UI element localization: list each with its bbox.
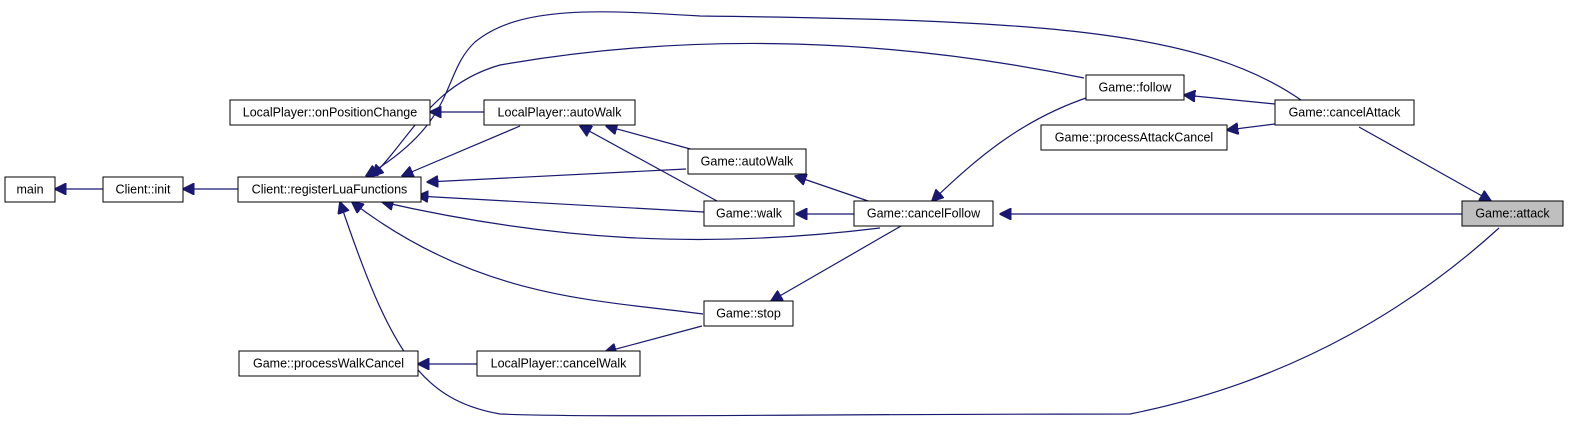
node-label: main (16, 183, 43, 197)
node-label: Client::registerLuaFunctions (252, 183, 408, 197)
node-label: LocalPlayer::cancelWalk (491, 357, 627, 371)
node-game-process-walk-cancel[interactable]: Game::processWalkCancel (238, 350, 419, 377)
node-game-process-attack-cancel[interactable]: Game::processAttackCancel (1040, 124, 1228, 151)
edge-register-lua-to-lp-autowalk (402, 125, 521, 176)
node-localplayer-cancel-walk[interactable]: LocalPlayer::cancelWalk (476, 350, 641, 377)
edge-lp-autowalk-to-game-autowalk (606, 126, 695, 151)
node-label: LocalPlayer::autoWalk (498, 106, 623, 120)
edge-cancel-attack-to-attack (1358, 126, 1491, 201)
node-game-follow[interactable]: Game::follow (1085, 74, 1185, 101)
node-label: Game::stop (716, 307, 781, 321)
node-label: LocalPlayer::onPositionChange (243, 106, 417, 120)
edge-game-follow-to-cancel-attack (1184, 95, 1276, 105)
edge-game-autowalk-to-cancel-follow (795, 176, 872, 203)
node-game-walk[interactable]: Game::walk (703, 200, 795, 227)
edges (55, 11, 1500, 417)
node-label: Game::processAttackCancel (1055, 131, 1213, 145)
node-client-register-lua-functions[interactable]: Client::registerLuaFunctions (237, 176, 422, 203)
node-game-stop[interactable]: Game::stop (703, 300, 794, 327)
edge-lp-autowalk-to-game-walk (580, 126, 718, 202)
edge-game-stop-to-cancel-follow (771, 225, 902, 301)
node-label: Game::autoWalk (701, 155, 794, 169)
node-game-cancel-follow[interactable]: Game::cancelFollow (853, 200, 994, 227)
node-label: Game::cancelFollow (867, 207, 981, 221)
node-label: Game::processWalkCancel (253, 357, 404, 371)
node-localplayer-autowalk[interactable]: LocalPlayer::autoWalk (483, 99, 636, 126)
node-label: Client::init (116, 183, 171, 197)
node-label: Game::cancelAttack (1289, 106, 1402, 120)
node-game-autowalk[interactable]: Game::autoWalk (687, 148, 807, 175)
node-label: Game::attack (1475, 207, 1550, 221)
edge-game-follow-to-cancel-follow (932, 96, 1090, 201)
edge-register-lua-to-game-autowalk (427, 168, 687, 182)
edge-register-lua-to-cancel-attack (366, 11, 1302, 176)
edge-register-lua-to-attack (340, 202, 1500, 417)
edge-process-attack-cancel-to-cancel-attack (1227, 124, 1276, 130)
node-client-init[interactable]: Client::init (102, 176, 184, 203)
node-localplayer-on-position-change[interactable]: LocalPlayer::onPositionChange (229, 99, 431, 126)
node-game-attack[interactable]: Game::attack (1461, 200, 1564, 227)
edge-register-lua-to-game-walk (417, 196, 705, 213)
nodes: main Client::init Client::registerLuaFun… (4, 74, 1564, 377)
node-label: Game::follow (1099, 81, 1173, 95)
edge-lp-cancelwalk-to-game-stop (605, 325, 703, 352)
edge-register-lua-to-game-stop (352, 202, 704, 315)
node-main[interactable]: main (4, 176, 56, 203)
node-label: Game::walk (716, 207, 783, 221)
edge-register-lua-to-cancel-follow (382, 202, 881, 241)
node-game-cancel-attack[interactable]: Game::cancelAttack (1274, 99, 1415, 126)
